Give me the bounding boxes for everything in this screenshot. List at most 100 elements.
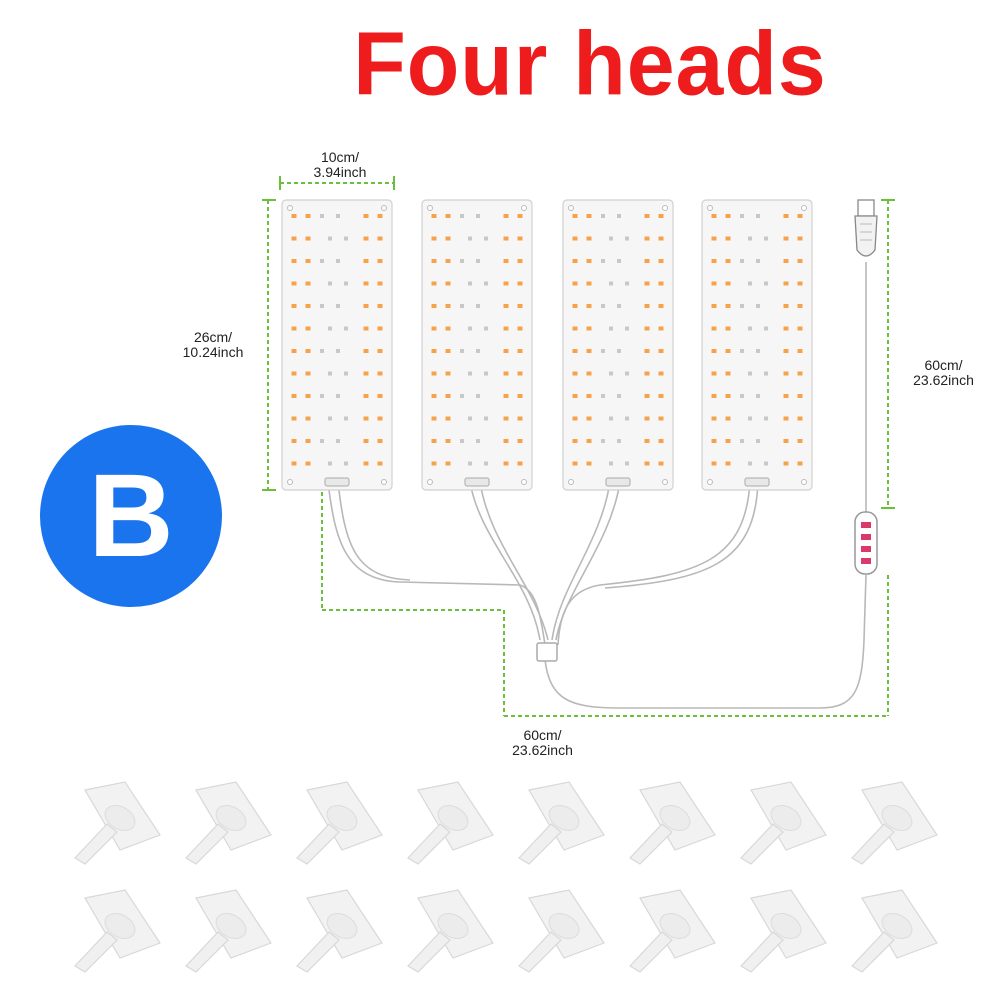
led-chip xyxy=(725,214,731,218)
panel-width-label: 10cm/ 3.94inch xyxy=(313,149,367,180)
led-chip xyxy=(797,326,803,331)
led-chip xyxy=(476,439,480,443)
mounting-clip-icon xyxy=(296,781,383,865)
led-chip xyxy=(644,349,650,353)
led-chip xyxy=(431,461,437,466)
led-chip xyxy=(658,371,664,376)
led-chip xyxy=(625,326,629,331)
led-chip xyxy=(363,416,369,421)
led-chip xyxy=(291,236,297,241)
led-chip xyxy=(503,259,509,263)
led-chip xyxy=(445,259,451,263)
led-chip xyxy=(305,371,311,376)
led-chip xyxy=(748,326,752,331)
led-chip xyxy=(503,304,509,308)
led-chip xyxy=(503,371,509,376)
led-chip xyxy=(609,371,613,376)
led-chip xyxy=(756,394,760,398)
controller-button xyxy=(861,546,871,552)
led-chip xyxy=(756,349,760,353)
led-chip xyxy=(517,461,523,466)
led-chip xyxy=(517,236,523,241)
led-panel xyxy=(701,199,813,491)
led-chip xyxy=(764,236,768,241)
led-chip xyxy=(586,439,592,443)
led-chip xyxy=(609,416,613,421)
led-chip xyxy=(725,259,731,263)
led-chip xyxy=(503,281,509,286)
led-chip xyxy=(797,259,803,263)
led-chip xyxy=(328,326,332,331)
led-chip xyxy=(377,349,383,353)
mounting-clip-icon xyxy=(185,889,272,973)
led-chip xyxy=(617,394,621,398)
mounting-clip-icon xyxy=(407,889,494,973)
led-chip xyxy=(572,236,578,241)
led-chip xyxy=(725,371,731,376)
led-chip xyxy=(725,304,731,308)
led-chip xyxy=(431,259,437,263)
led-chip xyxy=(328,461,332,466)
led-chip xyxy=(291,439,297,443)
led-chip xyxy=(617,349,621,353)
led-chip xyxy=(377,281,383,286)
led-chip xyxy=(377,394,383,398)
led-chip xyxy=(572,259,578,263)
led-chip xyxy=(431,214,437,218)
led-chip xyxy=(783,259,789,263)
led-chip xyxy=(764,326,768,331)
led-chip xyxy=(517,416,523,421)
led-chip xyxy=(476,394,480,398)
led-chip xyxy=(305,326,311,331)
mounting-clip-icon xyxy=(629,781,716,865)
led-chip xyxy=(320,304,324,308)
led-chip xyxy=(586,281,592,286)
led-chip xyxy=(783,371,789,376)
led-panel xyxy=(562,199,674,491)
led-chip xyxy=(363,304,369,308)
led-chip xyxy=(601,259,605,263)
led-chip xyxy=(377,304,383,308)
led-chip xyxy=(617,439,621,443)
led-chip xyxy=(460,259,464,263)
led-chip xyxy=(572,326,578,331)
led-chip xyxy=(468,371,472,376)
led-chip xyxy=(328,281,332,286)
led-chip xyxy=(328,371,332,376)
led-chip xyxy=(797,461,803,466)
led-chip xyxy=(586,326,592,331)
led-chip xyxy=(445,304,451,308)
led-chip xyxy=(617,214,621,218)
led-chip xyxy=(797,304,803,308)
led-chip xyxy=(431,439,437,443)
led-chip xyxy=(797,371,803,376)
led-chip xyxy=(377,326,383,331)
led-chip xyxy=(601,214,605,218)
led-chip xyxy=(617,259,621,263)
led-chip xyxy=(305,349,311,353)
led-chip xyxy=(644,236,650,241)
led-chip xyxy=(586,214,592,218)
mounting-clip-icon xyxy=(185,781,272,865)
led-chip xyxy=(586,461,592,466)
led-chip xyxy=(764,281,768,286)
cable-horizontal-label: 60cm/ 23.62inch xyxy=(512,727,573,758)
led-chip xyxy=(572,439,578,443)
led-chip xyxy=(431,416,437,421)
led-chip xyxy=(644,371,650,376)
led-chip xyxy=(377,236,383,241)
led-chip xyxy=(291,214,297,218)
led-chip xyxy=(725,236,731,241)
led-chip xyxy=(320,349,324,353)
led-chip xyxy=(363,394,369,398)
led-chip xyxy=(748,461,752,466)
led-chip xyxy=(586,236,592,241)
led-chip xyxy=(363,281,369,286)
dimension-lines xyxy=(262,176,895,717)
led-chip xyxy=(445,281,451,286)
led-chip xyxy=(756,304,760,308)
led-chip xyxy=(377,416,383,421)
mounting-clip-icon xyxy=(851,781,938,865)
led-chip xyxy=(711,326,717,331)
